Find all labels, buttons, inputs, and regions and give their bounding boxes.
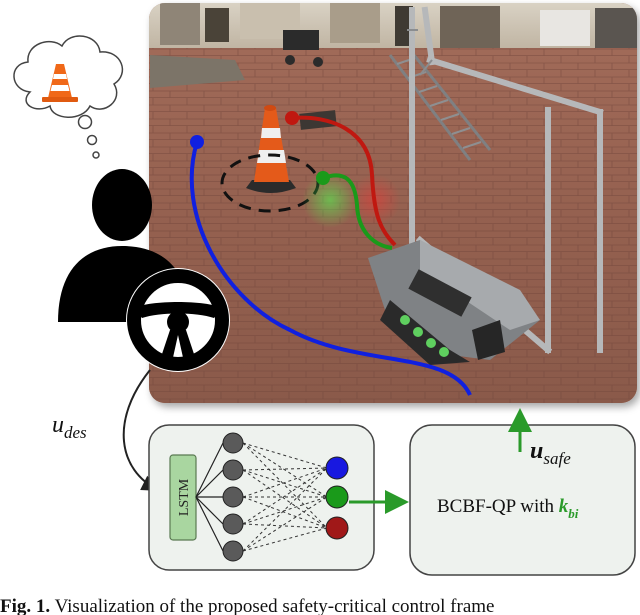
output-node-blue bbox=[325, 456, 349, 480]
red-start-dot bbox=[285, 111, 299, 125]
network-edge bbox=[242, 467, 328, 498]
network-edge bbox=[242, 442, 328, 469]
hidden-node bbox=[222, 486, 244, 508]
hidden-node bbox=[222, 432, 244, 454]
output-node-red bbox=[325, 516, 349, 540]
network-edge bbox=[242, 467, 328, 552]
u-des-arrow bbox=[122, 369, 160, 491]
hidden-node bbox=[222, 540, 244, 562]
red-path bbox=[291, 115, 397, 247]
network-edge bbox=[242, 442, 328, 529]
robot-base bbox=[368, 240, 540, 365]
lstm-edge bbox=[195, 496, 224, 552]
caption-fig-label: Fig. 1. bbox=[0, 596, 51, 615]
caption-text: Visualization of the proposed safety-cri… bbox=[54, 596, 495, 615]
network-edge bbox=[242, 496, 328, 529]
qp-box: BCBF-QP with kbi bbox=[409, 424, 636, 576]
u-safe-label: usafe bbox=[530, 438, 571, 468]
network-edge bbox=[242, 527, 328, 552]
network-edge bbox=[242, 496, 328, 525]
blue-start-dot bbox=[190, 135, 204, 149]
hidden-node bbox=[222, 513, 244, 535]
network-edge bbox=[242, 467, 328, 471]
figure-caption: Fig. 1. Visualization of the proposed sa… bbox=[0, 596, 640, 615]
qp-label: BCBF-QP with kbi bbox=[437, 496, 579, 521]
network-edge bbox=[242, 469, 328, 529]
cone-thought-bubble-icon bbox=[13, 35, 124, 159]
network-edge bbox=[242, 469, 328, 498]
traffic-cone-icon bbox=[246, 105, 296, 193]
network-edge bbox=[242, 467, 328, 525]
robot-photo-scene bbox=[149, 3, 637, 403]
lstm-edge bbox=[195, 469, 224, 498]
neural-network bbox=[195, 432, 349, 562]
network-box: LSTM bbox=[148, 424, 375, 571]
output-node-green bbox=[325, 485, 349, 509]
steering-wheel-icon bbox=[126, 268, 230, 372]
green-path bbox=[322, 173, 393, 250]
green-start-dot bbox=[316, 171, 330, 185]
network-edge bbox=[242, 496, 328, 552]
lstm-label: LSTM bbox=[177, 478, 192, 516]
lstm-edge bbox=[195, 496, 224, 525]
network-edge bbox=[242, 523, 328, 529]
blue-path bbox=[189, 141, 472, 396]
u-des-label: udes bbox=[52, 412, 87, 442]
network-edge bbox=[242, 442, 328, 498]
hidden-node bbox=[222, 459, 244, 481]
lstm-edge bbox=[195, 442, 224, 498]
